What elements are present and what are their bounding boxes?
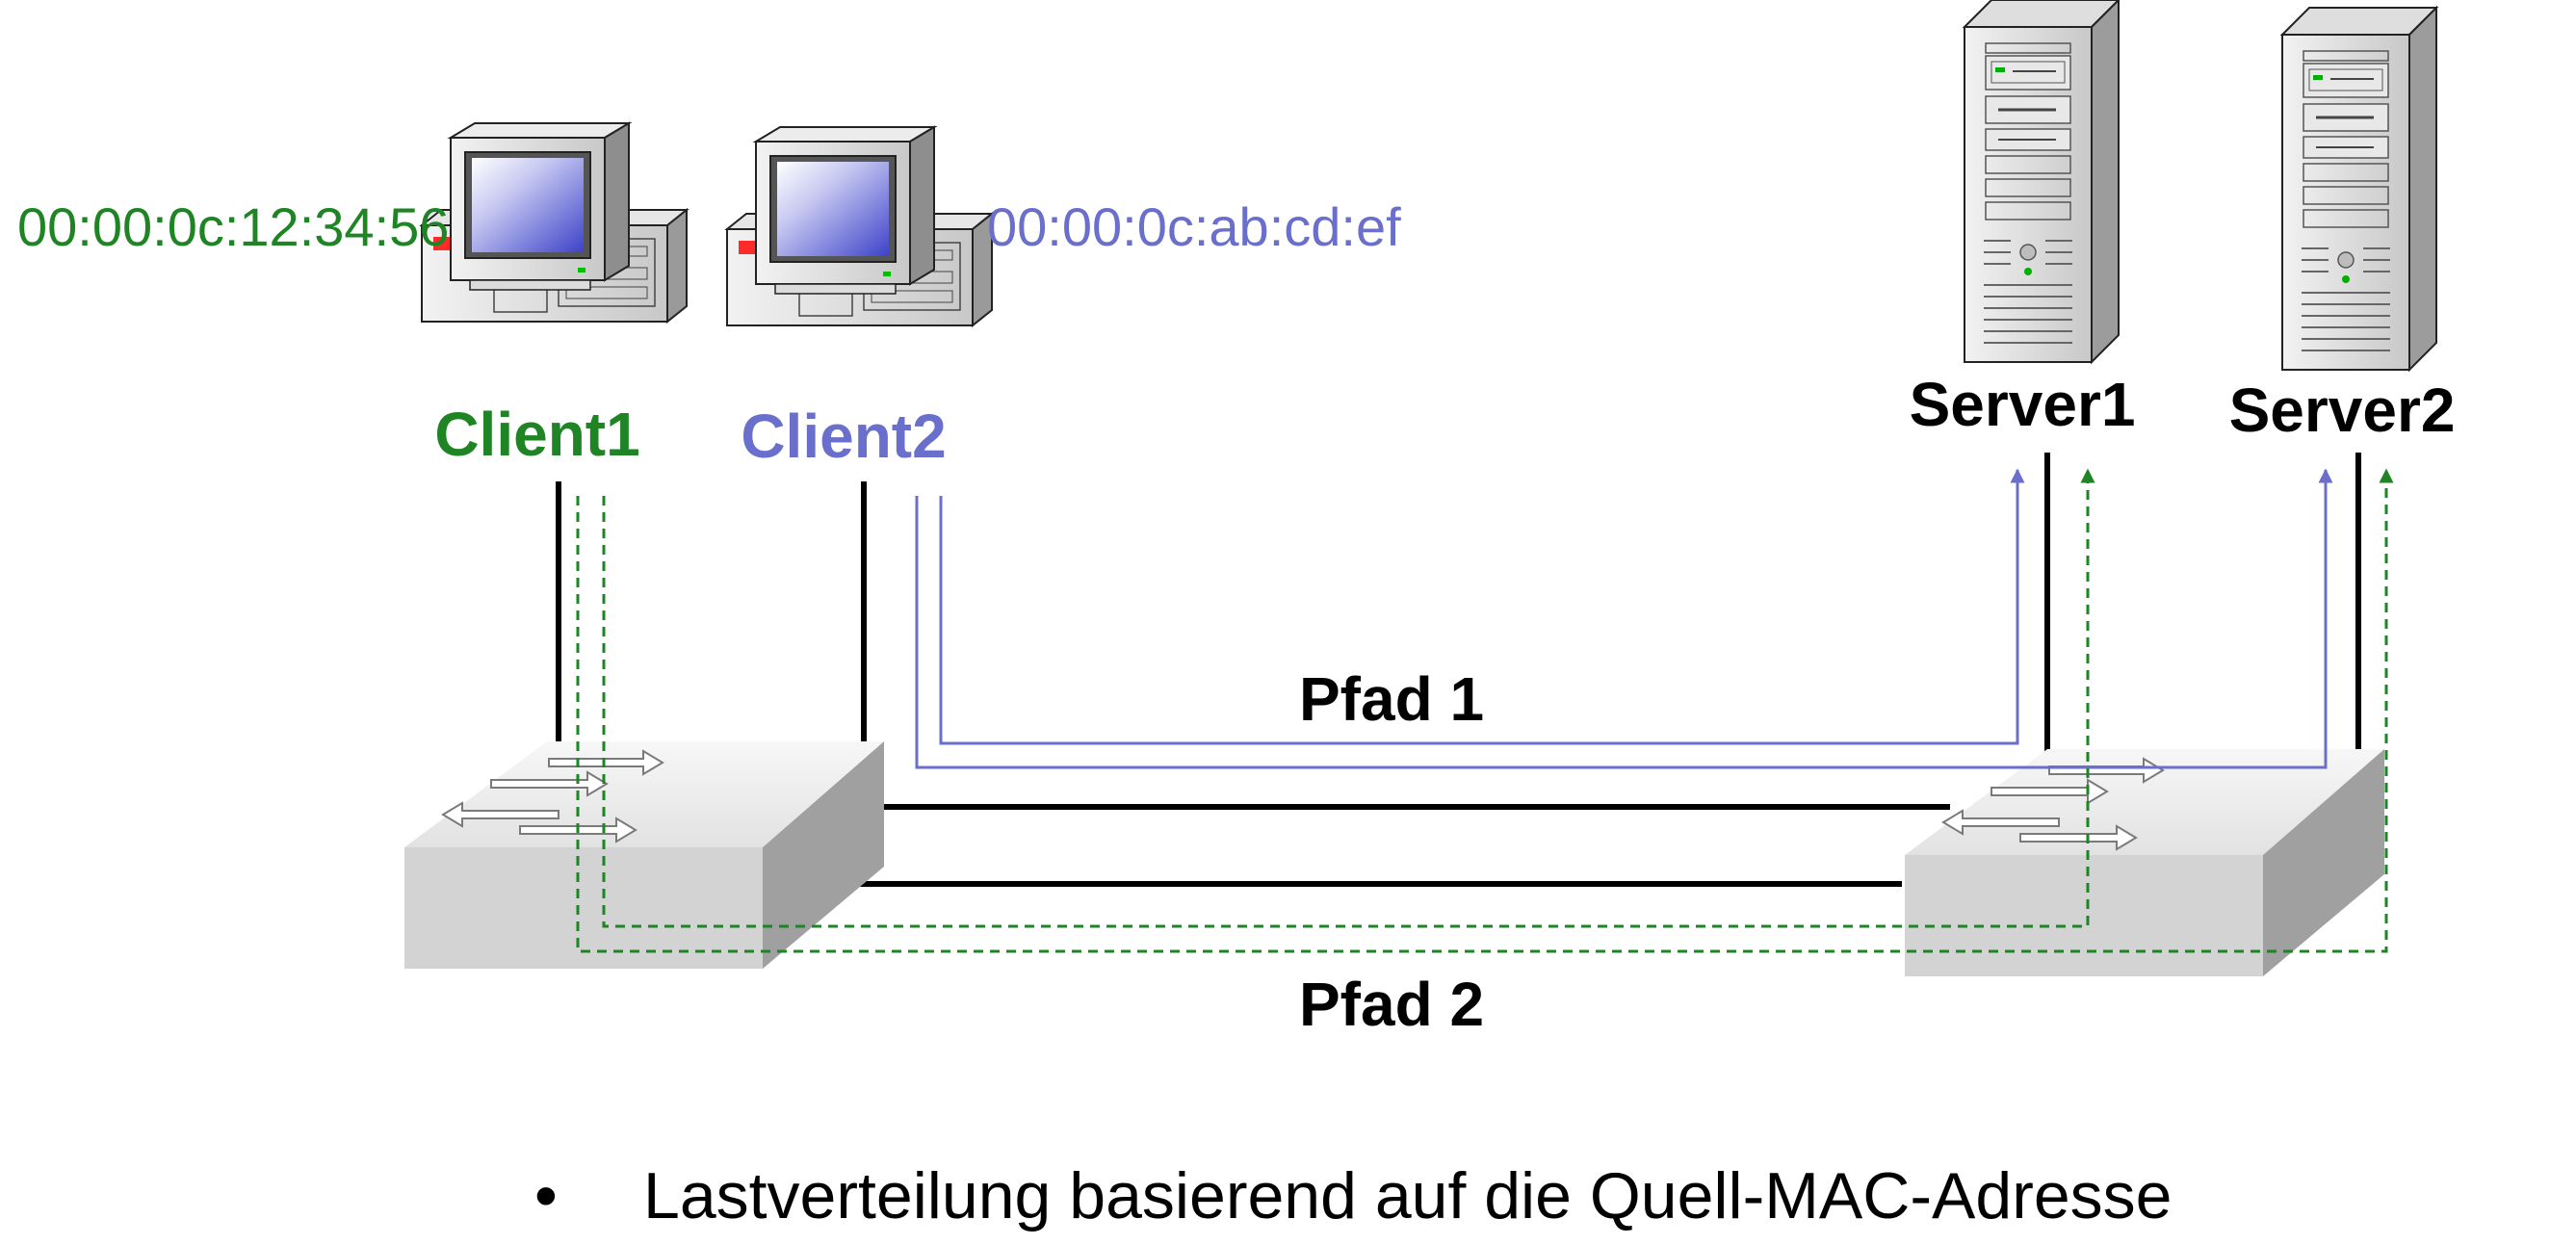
path-1-label: Pfad 1 (1299, 664, 1484, 734)
tower-server-icon (1963, 0, 2121, 364)
path-1-to-server2 (915, 468, 2333, 769)
path-2-flows (576, 468, 2394, 953)
caption-bullet: • (534, 1159, 558, 1232)
path-2-to-server2 (576, 468, 2394, 953)
client1-mac-address: 00:00:0c:12:34:56 (17, 196, 449, 257)
network-switch-icon (403, 740, 885, 970)
network-switch-icon (1904, 748, 2385, 977)
server1-label: Server1 (1910, 370, 2136, 439)
desktop-computer-icon (420, 121, 689, 324)
client2-mac-address: 00:00:0c:ab:cd:ef (987, 196, 1401, 257)
cables (556, 453, 2361, 887)
path-2-to-server1 (602, 468, 2095, 928)
client1-label: Client1 (434, 400, 639, 469)
tower-server-icon (2280, 6, 2438, 372)
path-1-flows (915, 468, 2333, 769)
client2-label: Client2 (741, 402, 946, 471)
caption-text: Lastverteilung basierend auf die Quell-M… (643, 1159, 2172, 1232)
path-1-to-server1 (939, 468, 2025, 745)
path-2-label: Pfad 2 (1299, 970, 1484, 1039)
desktop-computer-icon (725, 125, 994, 327)
server2-label: Server2 (2229, 376, 2456, 445)
